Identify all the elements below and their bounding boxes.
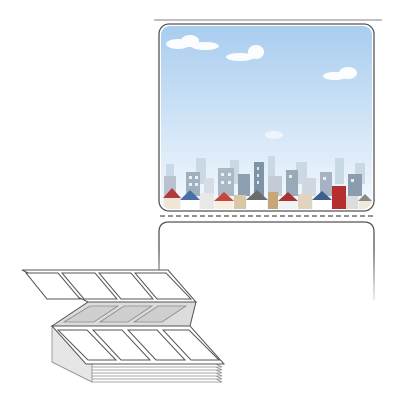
houses — [163, 186, 372, 209]
top-sheet-labels — [24, 272, 193, 300]
fanfold-label-stack-icon — [21, 269, 226, 383]
cloud-icon — [166, 35, 357, 139]
distant-buildings — [166, 156, 365, 184]
blank-label — [158, 221, 375, 300]
printed-label — [158, 23, 375, 212]
city-skyline-icon — [161, 26, 372, 209]
stack-top-labels — [56, 329, 221, 361]
windows — [189, 167, 354, 186]
